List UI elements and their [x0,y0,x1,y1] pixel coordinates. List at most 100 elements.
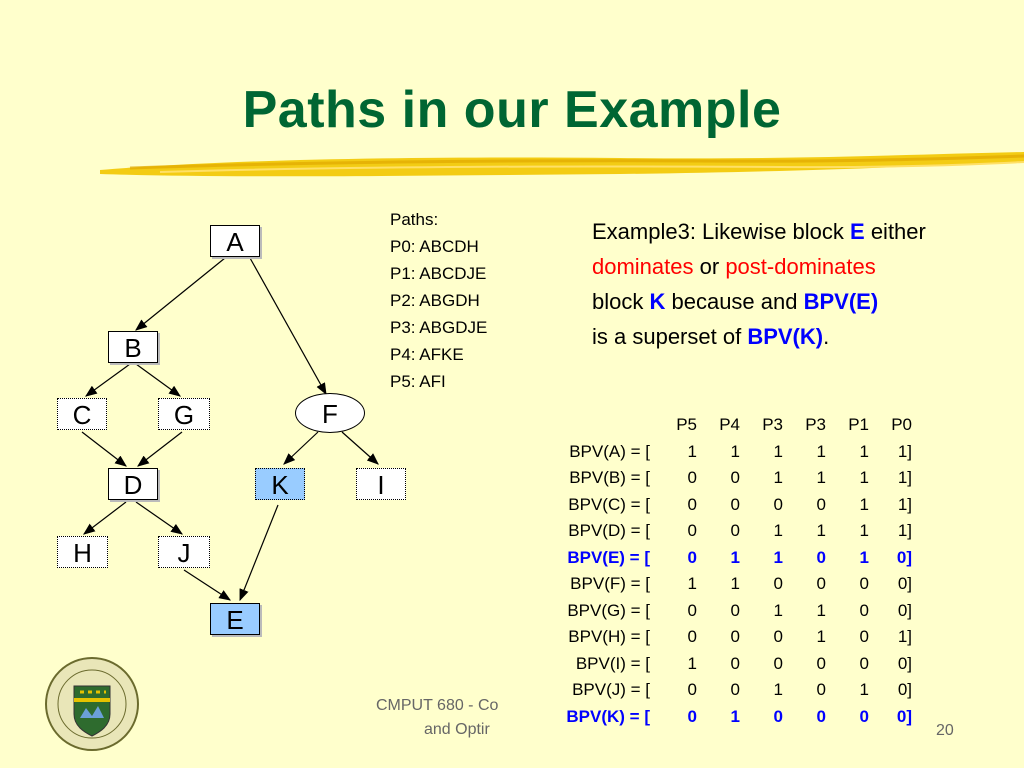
bpv-cell: 1 [730,547,740,567]
university-of-alberta-logo [45,657,139,751]
bpv-header-cell: P3 [762,415,783,435]
bpv-cell: 1 [816,441,826,461]
bpv-cell: 0 [816,547,826,567]
bpv-cell: 0 [730,627,740,647]
graph-edges [81,257,379,602]
bpv-cell: 1 [859,521,869,541]
edge-a-f [249,257,327,396]
bpv-cell: 1 [859,441,869,461]
edge-d-h [83,501,127,535]
bpv-cell: 1 [687,441,697,461]
edge-f-i [341,431,379,465]
bpv-cell: 0 [816,574,826,594]
bpv-cell: 0 [859,600,869,620]
node-c: C [57,398,107,430]
node-k: K [255,468,305,500]
bpv-cell: 0 [687,494,697,514]
bpv-cell: 0 [773,494,783,514]
edge-f-k [283,431,319,465]
bpv-cell: 1 [816,627,826,647]
example-text-part: . [823,324,830,349]
bpv-cell: 1 [859,680,869,700]
bpv-cell: 1 [816,600,826,620]
bpv-cell: 1] [897,521,912,541]
title-underline-brush [100,152,1024,177]
bpv-cell: 0] [897,600,912,620]
paths-heading: Paths: [390,210,439,229]
bpv-row-label: BPV(D) = [ [568,521,650,541]
bpv-cell: 1 [773,468,783,488]
bpv-cell: 0 [687,680,697,700]
edge-b-g [135,363,181,397]
cfg-graph: A B C G F D K I H J E [0,0,520,660]
bpv-cell: 0 [816,494,826,514]
bpv-cell: 1 [773,441,783,461]
node-i: I [356,468,406,500]
bpv-row-label: BPV(F) = [ [570,574,650,594]
bpv-header-cell: P1 [848,415,869,435]
bpv-header-corner [530,412,654,439]
bpv-cell: 0 [816,680,826,700]
bpv-cell: 0 [730,600,740,620]
bpv-header-row: P5 P4 P3 P3 P1 P0 [530,412,912,439]
example-bpv-k: BPV(K) [747,324,824,349]
bpv-cell: 0 [730,494,740,514]
bpv-cell: 0 [687,627,697,647]
bpv-cell: 0 [773,653,783,673]
bpv-cell: 0 [730,653,740,673]
bpv-cell: 0] [897,680,912,700]
bpv-cell: 1 [773,547,783,567]
bpv-cell: 0 [859,627,869,647]
example-text-part: block [592,289,650,314]
bpv-cell: 0 [859,574,869,594]
bpv-cell: 1 [859,468,869,488]
example-block-k: K [649,289,666,314]
bpv-cell: 0 [730,468,740,488]
example-text-part: either [864,219,926,244]
bpv-cell: 0 [773,706,783,726]
bpv-cell: 0 [773,627,783,647]
bpv-cell: 1 [730,574,740,594]
example-text-part: Example3: Likewise block [592,219,851,244]
bpv-cell: 1 [687,653,697,673]
example-text-part: because and [665,289,804,314]
example-bpv-e: BPV(E) [803,289,879,314]
node-f: F [295,393,365,433]
paths-list: Paths: P0: ABCDH P1: ABCDJE P2: ABGDH P3… [390,206,487,395]
bpv-cell: 0 [773,574,783,594]
edge-g-d [137,431,183,467]
bpv-cell: 0 [687,521,697,541]
bpv-cell: 1 [816,468,826,488]
bpv-cell: 1 [859,547,869,567]
bpv-cell: 1] [897,468,912,488]
bpv-cell: 1 [773,600,783,620]
path-item: P0: ABCDH [390,237,479,256]
edge-j-e [183,569,232,601]
edge-b-c [85,363,131,397]
footer-line-1: CMPUT 680 - Co [376,697,499,714]
bpv-header-cell: P4 [719,415,740,435]
bpv-cell: 0 [816,706,826,726]
bpv-cell: 1 [816,521,826,541]
bpv-cell: 0 [687,706,697,726]
node-j: J [158,536,210,568]
example-text-part: is a superset of [592,324,748,349]
bpv-cell: 0] [896,547,912,567]
example-block-e: E [850,219,865,244]
bpv-row-label: BPV(E) = [ [567,547,650,567]
bpv-cell: 0 [687,600,697,620]
node-b: B [108,331,158,363]
edge-k-e [239,504,279,602]
bpv-cell: 0 [730,680,740,700]
edge-a-b [135,257,226,331]
path-item: P2: ABGDH [390,291,480,310]
